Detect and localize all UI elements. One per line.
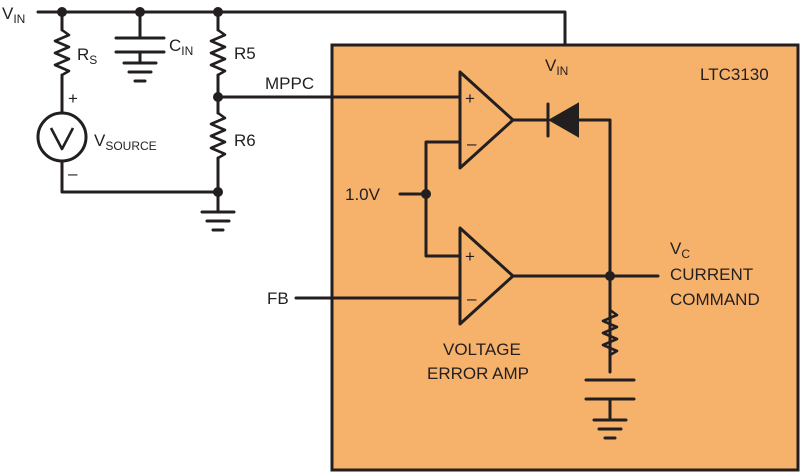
rs-label: RS bbox=[77, 45, 97, 67]
mppc-op-amp-icon bbox=[458, 70, 515, 170]
vc-label: VC bbox=[670, 239, 690, 261]
lower-amp-minus-label: – bbox=[467, 289, 477, 308]
ground-node-dot bbox=[213, 187, 223, 197]
voltage-error-op-amp-icon bbox=[458, 226, 515, 326]
r5-label: R5 bbox=[234, 44, 256, 63]
vea-label-line2: ERROR AMP bbox=[427, 364, 529, 383]
source-minus-label: – bbox=[68, 164, 78, 183]
vsource-label: VSOURCE bbox=[94, 131, 157, 153]
upper-amp-plus-label: + bbox=[465, 89, 475, 108]
cin-label: CIN bbox=[169, 36, 193, 58]
lower-amp-plus-label: + bbox=[465, 247, 475, 266]
current-label: CURRENT bbox=[670, 265, 753, 284]
diode-wire-right bbox=[576, 118, 612, 374]
source-plus-label: + bbox=[68, 89, 78, 108]
vc-capacitor-icon bbox=[584, 378, 636, 420]
ic-name-label: LTC3130 bbox=[700, 65, 769, 84]
ref-voltage-label: 1.0V bbox=[345, 185, 381, 204]
rs-resistor-icon bbox=[53, 10, 71, 114]
ref-node-dot bbox=[421, 189, 431, 199]
cin-capacitor-icon bbox=[114, 10, 166, 64]
vin-pin-label: VIN bbox=[545, 56, 568, 78]
vea-label-line1: VOLTAGE bbox=[443, 340, 521, 359]
ground-icon bbox=[200, 210, 236, 232]
vc-node-dot bbox=[605, 271, 615, 281]
fb-label: FB bbox=[267, 289, 289, 308]
vc-ground-icon bbox=[592, 418, 628, 440]
cin-ground-icon bbox=[122, 61, 158, 83]
upper-amp-minus-label: – bbox=[467, 134, 477, 153]
vin-rail-wire bbox=[36, 10, 567, 47]
vin-main-label: VIN bbox=[2, 4, 25, 26]
vc-resistor-icon bbox=[601, 308, 619, 357]
ltc3130-ic-body bbox=[330, 43, 800, 472]
voltage-source-icon bbox=[36, 111, 88, 163]
source-return-wire bbox=[60, 159, 220, 194]
mppc-label: MPPC bbox=[265, 74, 314, 93]
r6-label: R6 bbox=[234, 131, 256, 150]
command-label: COMMAND bbox=[670, 290, 760, 309]
